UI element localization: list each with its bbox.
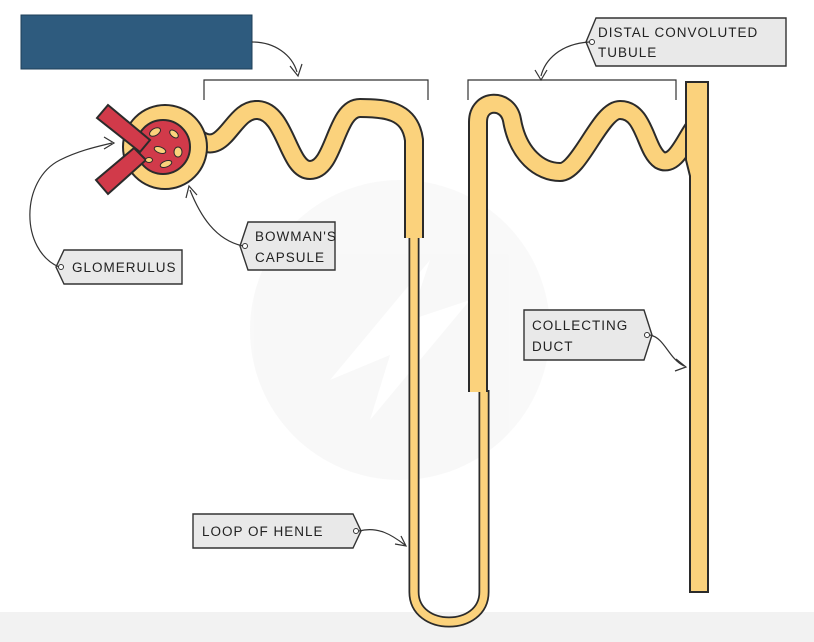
collecting-duct bbox=[685, 81, 709, 593]
collecting-label-line2: DUCT bbox=[532, 339, 574, 354]
collecting-duct-label: COLLECTING DUCT bbox=[523, 309, 653, 361]
bowman-label: BOWMAN'S CAPSULE bbox=[239, 221, 337, 271]
bowman-label-line1: BOWMAN'S bbox=[255, 229, 337, 244]
dct-label-line2: TUBULE bbox=[598, 45, 657, 60]
dct-arrow bbox=[534, 41, 590, 82]
glomerulus-label-text: GLOMERULUS bbox=[72, 260, 177, 275]
dct-bracket bbox=[467, 79, 677, 100]
loop-of-henle-arrow bbox=[358, 529, 408, 547]
pct-arrow bbox=[251, 41, 303, 78]
dct-label: DISTAL CONVOLUTED TUBULE bbox=[585, 17, 787, 67]
loop-label-text: LOOP OF HENLE bbox=[202, 524, 324, 539]
bowman-arrow bbox=[185, 184, 244, 247]
pct-bracket bbox=[203, 79, 429, 100]
bowmans-capsule-structure bbox=[94, 103, 208, 196]
afferent-arteriole bbox=[95, 103, 152, 154]
bowman-label-line2: CAPSULE bbox=[255, 250, 325, 265]
dct-label-line1: DISTAL CONVOLUTED bbox=[598, 25, 758, 40]
collecting-duct-arrow bbox=[649, 334, 688, 372]
footer-band bbox=[0, 612, 814, 642]
glomerulus-arrow bbox=[29, 136, 116, 268]
collecting-label-line1: COLLECTING bbox=[532, 318, 628, 333]
hidden-label-box bbox=[20, 14, 253, 70]
capillary-loops bbox=[145, 127, 183, 168]
nephron-tubule bbox=[190, 81, 709, 628]
glomerulus-label: GLOMERULUS bbox=[55, 249, 183, 285]
loop-of-henle-label: LOOP OF HENLE bbox=[192, 513, 362, 549]
